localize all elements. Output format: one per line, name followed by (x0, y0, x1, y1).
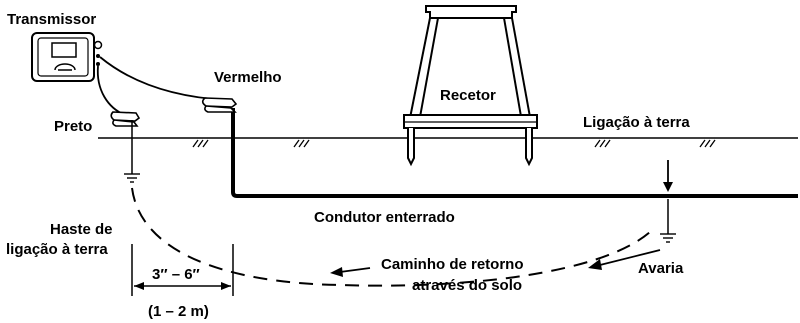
distance-arrow-right (221, 282, 231, 290)
transmitter-label: Transmissor (7, 11, 96, 28)
black-lead-label: Preto (54, 118, 92, 135)
ground-connection-label: Ligação à terra (583, 114, 690, 131)
fault-label: Avaria (638, 260, 684, 277)
red-lead-wire (99, 56, 227, 101)
buried-conductor-line (231, 108, 798, 198)
ground-symbol-transmitter (124, 173, 140, 183)
ground-rod-label-line1: Haste de (50, 221, 113, 238)
buried-conductor-label: Condutor enterrado (314, 209, 455, 226)
receiver-a-frame (403, 5, 538, 167)
receiver-label: Recetor (440, 87, 496, 104)
soil-return-path (131, 187, 651, 287)
ground-rod-label-line2: ligação à terra (6, 241, 108, 258)
distance-meters-label: (1 – 2 m) (148, 303, 209, 320)
ground-symbol-fault (660, 233, 676, 243)
black-clip (110, 111, 141, 127)
distance-arrow-left (134, 282, 144, 290)
ground-hatch-marks (192, 139, 716, 148)
return-path-label-line1: Caminho de retorno (381, 256, 524, 273)
black-lead-wire (96, 65, 126, 116)
red-clip (201, 97, 238, 113)
return-path-arrows (330, 249, 661, 277)
distance-inches-label: 3″ – 6″ (152, 266, 200, 283)
return-path-label-line2: através do solo (412, 277, 522, 294)
fault-arrow (663, 160, 673, 192)
red-lead-label: Vermelho (214, 69, 282, 86)
distance-dimension (131, 244, 234, 296)
transmitter-unit (31, 32, 103, 82)
